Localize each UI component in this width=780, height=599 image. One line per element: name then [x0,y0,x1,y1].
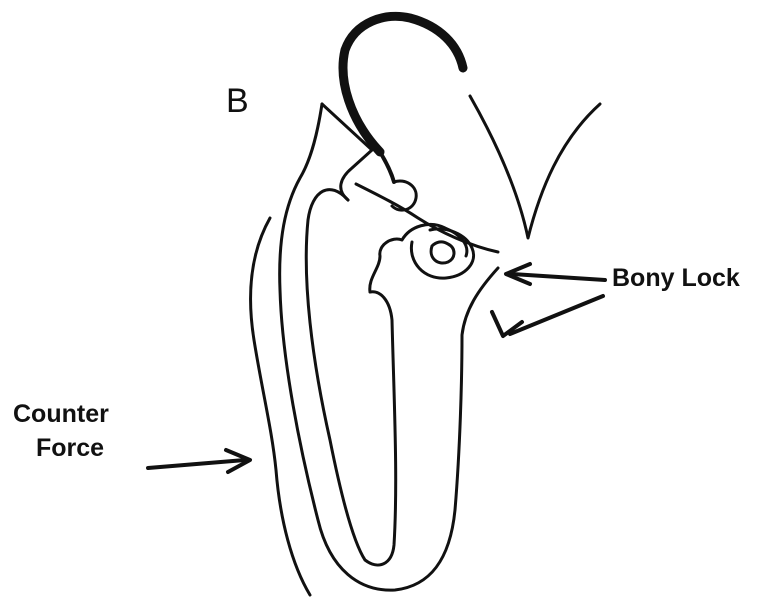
counter-force-label-line2: Force [36,434,104,463]
bony-lock-loop-inner [431,242,454,263]
bony-lock-loop-outer [411,229,473,278]
panel-letter: B [226,82,249,121]
bony-lock-arrow-lower [510,296,603,334]
adjacent-tooth [470,96,600,238]
clasp-wire-crossing [356,184,498,252]
bony-lock-arrow-upper [512,274,605,280]
counter-force-label-line1: Counter [13,400,109,429]
clasp-wire [343,16,463,152]
bony-lock-label: Bony Lock [612,264,740,293]
tooth-cusp [322,104,372,200]
clasp-arm [380,152,394,182]
counter-force-arrow [148,460,245,468]
